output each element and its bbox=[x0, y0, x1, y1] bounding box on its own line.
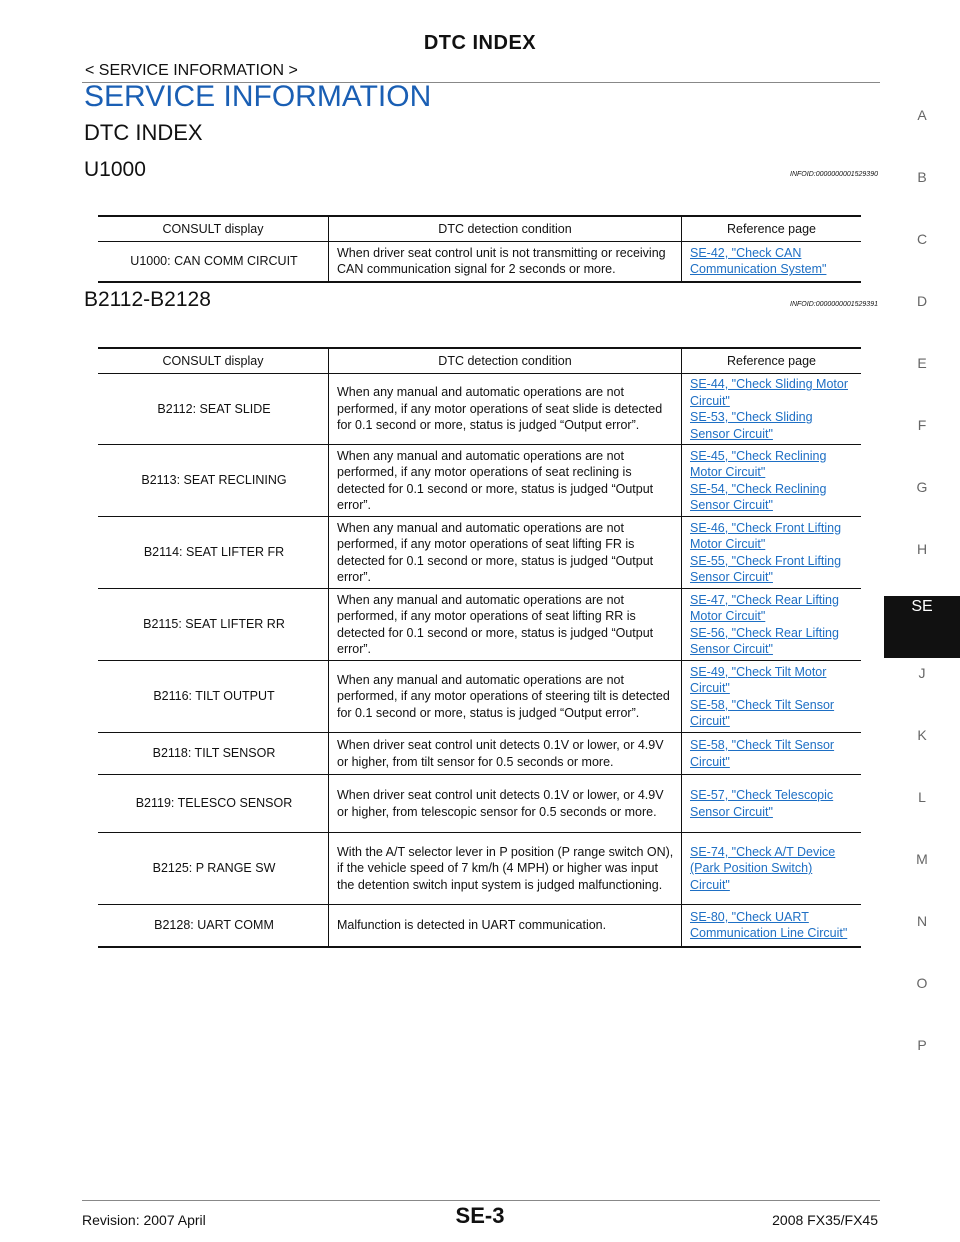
side-index-d[interactable]: D bbox=[916, 293, 928, 309]
reference-link[interactable]: SE-80, "Check UART Communication Line Ci… bbox=[690, 909, 848, 941]
cell-reference-page: SE-57, "Check Telescopic Sensor Circuit" bbox=[681, 774, 861, 833]
cell-consult-display: B2112: SEAT SLIDE bbox=[98, 373, 329, 445]
reference-link[interactable]: SE-46, "Check Front Lifting Motor Circui… bbox=[690, 520, 842, 552]
cell-detection-condition: When any manual and automatic operations… bbox=[328, 588, 682, 661]
cell-detection-condition: When driver seat control unit detects 0.… bbox=[328, 732, 682, 775]
cell-reference-page: SE-47, "Check Rear Lifting Motor Circuit… bbox=[681, 588, 861, 661]
side-index-se-active[interactable]: SE bbox=[884, 596, 960, 658]
table-row: B2114: SEAT LIFTER FR When any manual an… bbox=[98, 516, 861, 589]
cell-reference-page: SE-58, "Check Tilt Sensor Circuit" bbox=[681, 732, 861, 775]
col-detection-condition: DTC detection condition bbox=[328, 215, 682, 242]
side-index-a[interactable]: A bbox=[917, 107, 927, 123]
reference-link[interactable]: SE-58, "Check Tilt Sensor Circuit" bbox=[690, 697, 835, 729]
table-row: B2115: SEAT LIFTER RR When any manual an… bbox=[98, 588, 861, 661]
reference-link[interactable]: SE-45, "Check Reclining Motor Circuit" bbox=[690, 448, 827, 480]
cell-consult-display: B2128: UART COMM bbox=[98, 904, 329, 948]
cell-reference-page: SE-74, "Check A/T Device (Park Position … bbox=[681, 832, 861, 905]
page-header-title: DTC INDEX bbox=[423, 32, 537, 54]
reference-link[interactable]: SE-74, "Check A/T Device (Park Position … bbox=[690, 844, 836, 892]
reference-link[interactable]: SE-56, "Check Rear Lifting Sensor Circui… bbox=[690, 625, 839, 657]
cell-consult-display: B2116: TILT OUTPUT bbox=[98, 660, 329, 733]
infoid-b2112-b2128: INFOID:0000000001529391 bbox=[790, 301, 878, 308]
table-row: B2112: SEAT SLIDE When any manual and au… bbox=[98, 373, 861, 445]
col-detection-condition: DTC detection condition bbox=[328, 347, 682, 374]
side-index-b[interactable]: B bbox=[917, 169, 927, 185]
reference-link[interactable]: SE-47, "Check Rear Lifting Motor Circuit… bbox=[690, 592, 839, 624]
footer-divider bbox=[82, 1200, 880, 1201]
table-row: B2113: SEAT RECLINING When any manual an… bbox=[98, 444, 861, 517]
reference-link[interactable]: SE-57, "Check Telescopic Sensor Circuit" bbox=[690, 788, 834, 819]
cell-consult-display: U1000: CAN COMM CIRCUIT bbox=[98, 241, 329, 283]
side-index-p[interactable]: P bbox=[917, 1037, 927, 1053]
side-index-o[interactable]: O bbox=[916, 975, 928, 991]
cell-detection-condition: When driver seat control unit detects 0.… bbox=[328, 774, 682, 833]
cell-consult-display: B2125: P RANGE SW bbox=[98, 832, 329, 905]
side-index-k[interactable]: K bbox=[917, 727, 927, 743]
cell-detection-condition: When any manual and automatic operations… bbox=[328, 516, 682, 589]
side-index-e[interactable]: E bbox=[917, 355, 927, 371]
cell-reference-page: SE-80, "Check UART Communication Line Ci… bbox=[681, 904, 861, 948]
table-row: B2128: UART COMM Malfunction is detected… bbox=[98, 904, 861, 948]
reference-link[interactable]: SE-42, "Check CAN Communication System" bbox=[690, 245, 827, 277]
reference-link[interactable]: SE-54, "Check Reclining Sensor Circuit" bbox=[690, 481, 827, 513]
cell-consult-display: B2113: SEAT RECLINING bbox=[98, 444, 329, 517]
sub-title: DTC INDEX bbox=[84, 120, 203, 145]
side-index-h[interactable]: H bbox=[916, 541, 928, 557]
table-header-row: CONSULT display DTC detection condition … bbox=[98, 347, 861, 374]
cell-detection-condition: With the A/T selector lever in P positio… bbox=[328, 832, 682, 905]
cell-reference-page: SE-42, "Check CAN Communication System" bbox=[681, 241, 861, 283]
cell-reference-page: SE-46, "Check Front Lifting Motor Circui… bbox=[681, 516, 861, 589]
reference-link[interactable]: SE-44, "Check Sliding Motor Circuit" bbox=[690, 377, 848, 408]
side-index-c[interactable]: C bbox=[916, 231, 928, 247]
block-title-b2112-b2128: B2112-B2128 bbox=[84, 288, 211, 311]
side-index-j[interactable]: J bbox=[918, 665, 926, 681]
cell-consult-display: B2115: SEAT LIFTER RR bbox=[98, 588, 329, 661]
side-index-m[interactable]: M bbox=[916, 851, 928, 867]
infoid-u1000: INFOID:0000000001529390 bbox=[790, 171, 878, 178]
header-divider bbox=[82, 82, 880, 83]
cell-detection-condition: Malfunction is detected in UART communic… bbox=[328, 904, 682, 948]
section-title: SERVICE INFORMATION bbox=[84, 80, 432, 113]
footer-page-number: SE-3 bbox=[455, 1203, 505, 1228]
cell-consult-display: B2114: SEAT LIFTER FR bbox=[98, 516, 329, 589]
table-row: B2125: P RANGE SW With the A/T selector … bbox=[98, 832, 861, 905]
table-row: B2119: TELESCO SENSOR When driver seat c… bbox=[98, 774, 861, 833]
reference-link[interactable]: SE-53, "Check Sliding Sensor Circuit" bbox=[690, 410, 813, 441]
reference-link[interactable]: SE-49, "Check Tilt Motor Circuit" bbox=[690, 664, 827, 696]
cell-consult-display: B2118: TILT SENSOR bbox=[98, 732, 329, 775]
cell-consult-display: B2119: TELESCO SENSOR bbox=[98, 774, 329, 833]
dtc-table-u1000: CONSULT display DTC detection condition … bbox=[98, 215, 861, 283]
col-consult-display: CONSULT display bbox=[98, 347, 329, 374]
cell-detection-condition: When any manual and automatic operations… bbox=[328, 444, 682, 517]
cell-detection-condition: When driver seat control unit is not tra… bbox=[328, 241, 682, 283]
reference-link[interactable]: SE-55, "Check Front Lifting Sensor Circu… bbox=[690, 553, 842, 585]
cell-reference-page: SE-49, "Check Tilt Motor Circuit" SE-58,… bbox=[681, 660, 861, 733]
side-index-g[interactable]: G bbox=[916, 479, 928, 495]
breadcrumb: < SERVICE INFORMATION > bbox=[85, 62, 298, 79]
col-reference-page: Reference page bbox=[681, 347, 861, 374]
table-row: B2116: TILT OUTPUT When any manual and a… bbox=[98, 660, 861, 733]
footer-model: 2008 FX35/FX45 bbox=[772, 1212, 878, 1228]
footer-revision: Revision: 2007 April bbox=[82, 1212, 206, 1228]
side-index: A B C D E F G H SE J K L M N O P bbox=[884, 100, 960, 1092]
table-row: U1000: CAN COMM CIRCUIT When driver seat… bbox=[98, 241, 861, 283]
col-consult-display: CONSULT display bbox=[98, 215, 329, 242]
reference-link[interactable]: SE-58, "Check Tilt Sensor Circuit" bbox=[690, 738, 835, 769]
col-reference-page: Reference page bbox=[681, 215, 861, 242]
cell-detection-condition: When any manual and automatic operations… bbox=[328, 660, 682, 733]
cell-detection-condition: When any manual and automatic operations… bbox=[328, 373, 682, 445]
block-title-u1000: U1000 bbox=[84, 158, 146, 181]
side-index-f[interactable]: F bbox=[917, 417, 927, 433]
dtc-table-b2112-b2128: CONSULT display DTC detection condition … bbox=[98, 347, 861, 948]
cell-reference-page: SE-45, "Check Reclining Motor Circuit" S… bbox=[681, 444, 861, 517]
table-header-row: CONSULT display DTC detection condition … bbox=[98, 215, 861, 242]
side-index-l[interactable]: L bbox=[918, 789, 926, 805]
table-row: B2118: TILT SENSOR When driver seat cont… bbox=[98, 732, 861, 775]
cell-reference-page: SE-44, "Check Sliding Motor Circuit" SE-… bbox=[681, 373, 861, 445]
side-index-n[interactable]: N bbox=[916, 913, 928, 929]
